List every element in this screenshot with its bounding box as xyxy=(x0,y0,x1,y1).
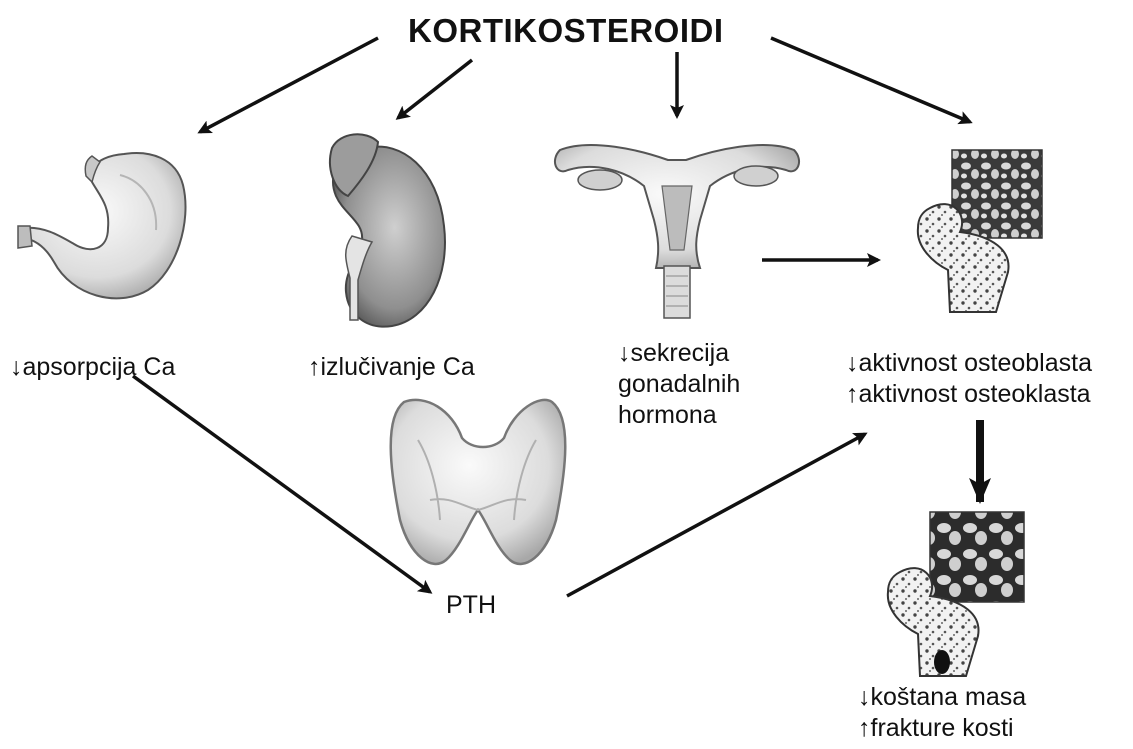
femur-bone-icon xyxy=(918,150,1042,312)
diagram-title: KORTIKOSTEROIDI xyxy=(408,12,724,50)
arrow-stomach-to-pth xyxy=(133,376,430,592)
bone-cells-label-line-2: ↑aktivnost osteoklasta xyxy=(846,379,1092,410)
outcome-label-line-1: ↓koštana masa xyxy=(858,682,1026,713)
stomach-label: ↓apsorpcija Ca xyxy=(10,352,175,383)
stomach-icon xyxy=(18,153,186,298)
bone-cells-label: ↓aktivnost osteoblasta ↑aktivnost osteok… xyxy=(846,348,1092,410)
gonads-label: ↓sekrecija gonadalnih hormona xyxy=(618,338,740,431)
bone-cells-label-line-1: ↓aktivnost osteoblasta xyxy=(846,348,1092,379)
parathyroid-gland-icon xyxy=(391,400,566,564)
gonads-label-line-3: hormona xyxy=(618,400,740,431)
arrow-pth-to-bone xyxy=(567,434,865,596)
arrow-title-to-kidney xyxy=(398,60,472,118)
osteoporotic-femur-icon xyxy=(888,512,1024,676)
kidney-label: ↑izlučivanje Ca xyxy=(308,352,475,383)
kidney-icon xyxy=(330,134,445,326)
gonads-label-line-1: ↓sekrecija xyxy=(618,338,740,369)
outcome-label-line-2: ↑frakture kosti xyxy=(858,713,1026,744)
ovary-left xyxy=(578,170,622,190)
arrow-title-to-bone xyxy=(771,38,970,122)
uterus-icon xyxy=(555,145,799,318)
arrow-title-to-stomach xyxy=(200,38,378,132)
ovary-right xyxy=(734,166,778,186)
pth-label: PTH xyxy=(446,590,496,621)
gonads-label-line-2: gonadalnih xyxy=(618,369,740,400)
outcome-label: ↓koštana masa ↑frakture kosti xyxy=(858,682,1026,744)
